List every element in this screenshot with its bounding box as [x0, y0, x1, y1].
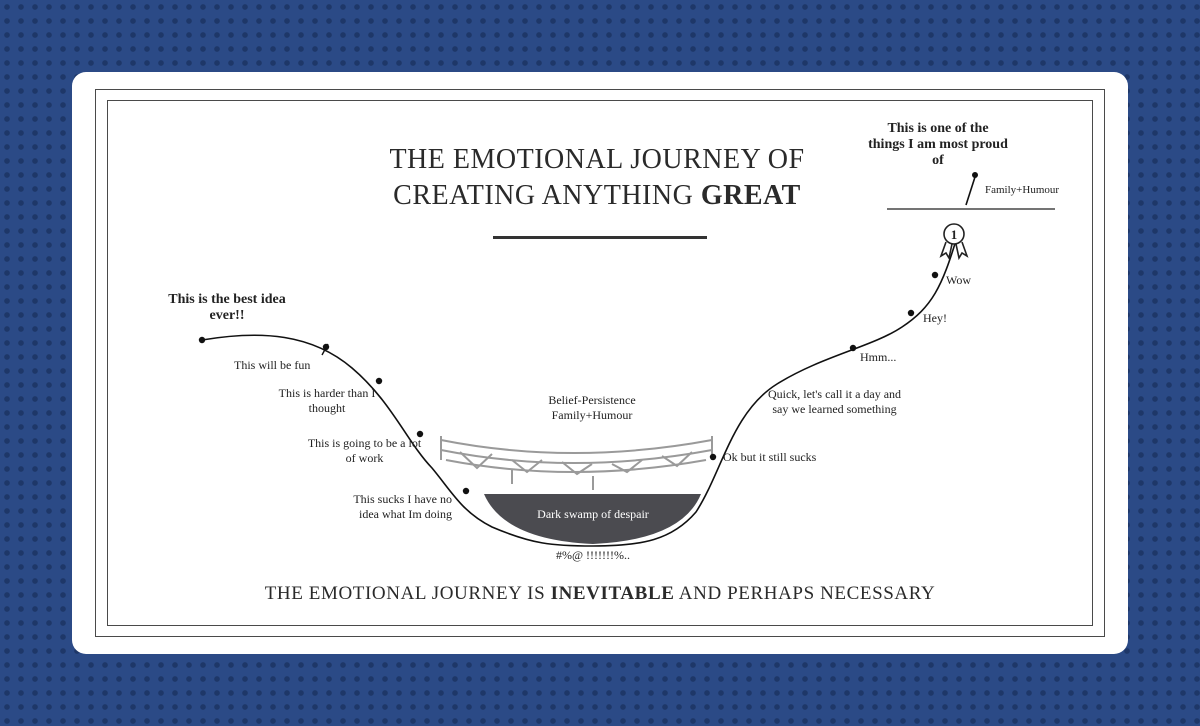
label-quick: Quick, let's call it a day and say we le… — [767, 387, 902, 416]
label-fun: This will be fun — [234, 358, 311, 372]
title-line-2-bold: GREAT — [700, 180, 801, 211]
outer-border — [95, 89, 1105, 637]
journey-diagram: 1 Dark swamp of despair — [198, 172, 1055, 547]
label-work: This is going to be a lot of work — [307, 436, 422, 465]
label-hmm: Hmm... — [860, 350, 897, 364]
label-wow: Wow — [946, 273, 972, 287]
journey-curve — [201, 236, 958, 547]
label-sucks: This sucks I have no idea what Im doing — [353, 492, 452, 521]
idea-pointer — [321, 343, 329, 356]
label-bridge: Belief-Persistence Family+Humour — [548, 393, 636, 422]
footer-bold: INEVITABLE — [550, 583, 675, 604]
title-line-2: CREATING ANYTHING GREAT — [312, 178, 882, 214]
label-harder: This is harder than I thought — [278, 386, 376, 415]
proud-pointer-dot — [972, 172, 978, 178]
label-proud: This is one of the things I am most prou… — [868, 121, 1008, 168]
poster-title: THE EMOTIONAL JOURNEY OF CREATING ANYTHI… — [312, 142, 882, 214]
label-still-sucks: Ok but it still sucks — [723, 450, 817, 464]
label-swear: #%@ !!!!!!!%.. — [555, 548, 630, 562]
curve-points — [198, 271, 939, 495]
despair-swamp — [484, 494, 701, 544]
bridge — [440, 436, 713, 490]
label-best-idea: This is the best idea ever!! — [168, 292, 286, 323]
footer-part-2: AND PERHAPS NECESSARY — [674, 583, 936, 604]
footer-part-1: THE EMOTIONAL JOURNEY IS — [264, 583, 551, 604]
title-underline — [493, 236, 707, 239]
footer-caption: THE EMOTIONAL JOURNEY IS INEVITABLE AND … — [72, 583, 1128, 605]
proud-pointer — [965, 176, 976, 206]
label-family-humour: Family+Humour — [985, 184, 1060, 196]
title-line-2-regular: CREATING ANYTHING — [393, 180, 701, 211]
swamp-label: Dark swamp of despair — [537, 507, 649, 521]
badge-number: 1 — [951, 227, 958, 242]
title-line-1: THE EMOTIONAL JOURNEY OF — [389, 144, 805, 175]
label-hey: Hey! — [923, 311, 947, 325]
ribbon-badge-icon — [939, 223, 969, 261]
inner-border — [107, 100, 1093, 626]
poster-card: THE EMOTIONAL JOURNEY OF CREATING ANYTHI… — [72, 72, 1128, 654]
